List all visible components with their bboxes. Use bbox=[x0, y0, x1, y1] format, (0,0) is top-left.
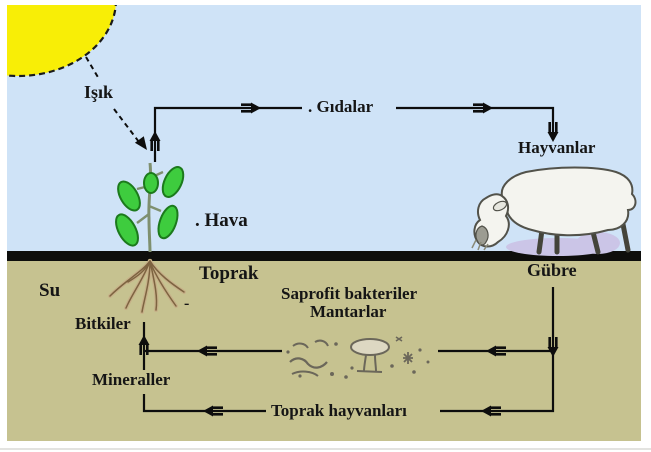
label-gidalar: . Gıdalar bbox=[308, 97, 374, 116]
label-isik: Işık bbox=[84, 82, 114, 102]
plant-roots-illustration bbox=[108, 259, 186, 314]
label-hayvanlar: Hayvanlar bbox=[518, 138, 596, 157]
ground-surface-line bbox=[7, 251, 641, 261]
isik-to-plant-dashed-arrow bbox=[113, 108, 140, 143]
label-mantarlar: Mantarlar bbox=[310, 302, 387, 321]
label-su: Su bbox=[39, 280, 61, 301]
sun-icon bbox=[7, 5, 117, 78]
label-hava: . Hava bbox=[195, 210, 248, 231]
sun-to-isik-dashed-line bbox=[85, 56, 100, 80]
label-toprak: Toprak bbox=[199, 263, 259, 284]
gubre-to-toprak-hayvanlari-line bbox=[440, 287, 555, 413]
fungi-bacteria-illustration bbox=[286, 336, 430, 379]
toprak-hayvanlari-to-mineraller-line bbox=[142, 394, 266, 413]
plant-illustration bbox=[115, 162, 185, 253]
sheep-illustration bbox=[471, 166, 637, 256]
label-bitkiler: Bitkiler bbox=[75, 314, 131, 333]
plant-to-gidalar-line bbox=[153, 106, 302, 162]
label-root-dash: - bbox=[184, 295, 190, 312]
gidalar-to-hayvanlar-line bbox=[396, 106, 555, 140]
label-mineraller: Mineraller bbox=[92, 370, 171, 389]
label-toprak-hayvanlari: Toprak hayvanları bbox=[271, 401, 407, 420]
label-saprofit-bakteriler: Saprofit bakteriler bbox=[281, 284, 418, 303]
label-gubre: Gübre bbox=[527, 260, 577, 280]
bottom-border bbox=[0, 448, 651, 450]
